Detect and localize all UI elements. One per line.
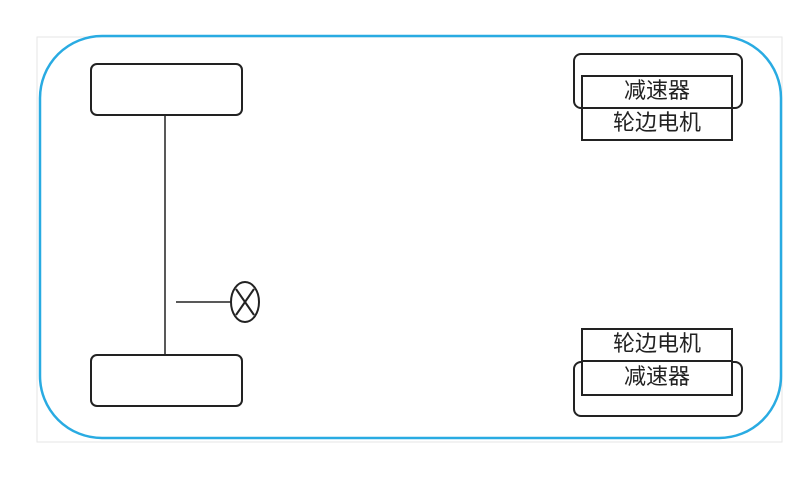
rear-right-reducer-label: 减速器 [623, 365, 690, 390]
rear-right-motor-label: 轮边电机 [612, 332, 701, 357]
front-right-reducer-label: 减速器 [623, 79, 690, 104]
left-rear-wheel [90, 354, 243, 407]
vehicle-body-outline [38, 34, 783, 440]
front-right-motor: 轮边电机 [581, 107, 733, 141]
left-front-wheel [90, 63, 243, 116]
rear-right-reducer: 减速器 [581, 360, 733, 396]
circle-x-icon [230, 281, 260, 323]
rear-right-motor: 轮边电机 [581, 328, 733, 362]
front-right-motor-label: 轮边电机 [612, 111, 701, 136]
front-right-reducer: 减速器 [581, 75, 733, 109]
